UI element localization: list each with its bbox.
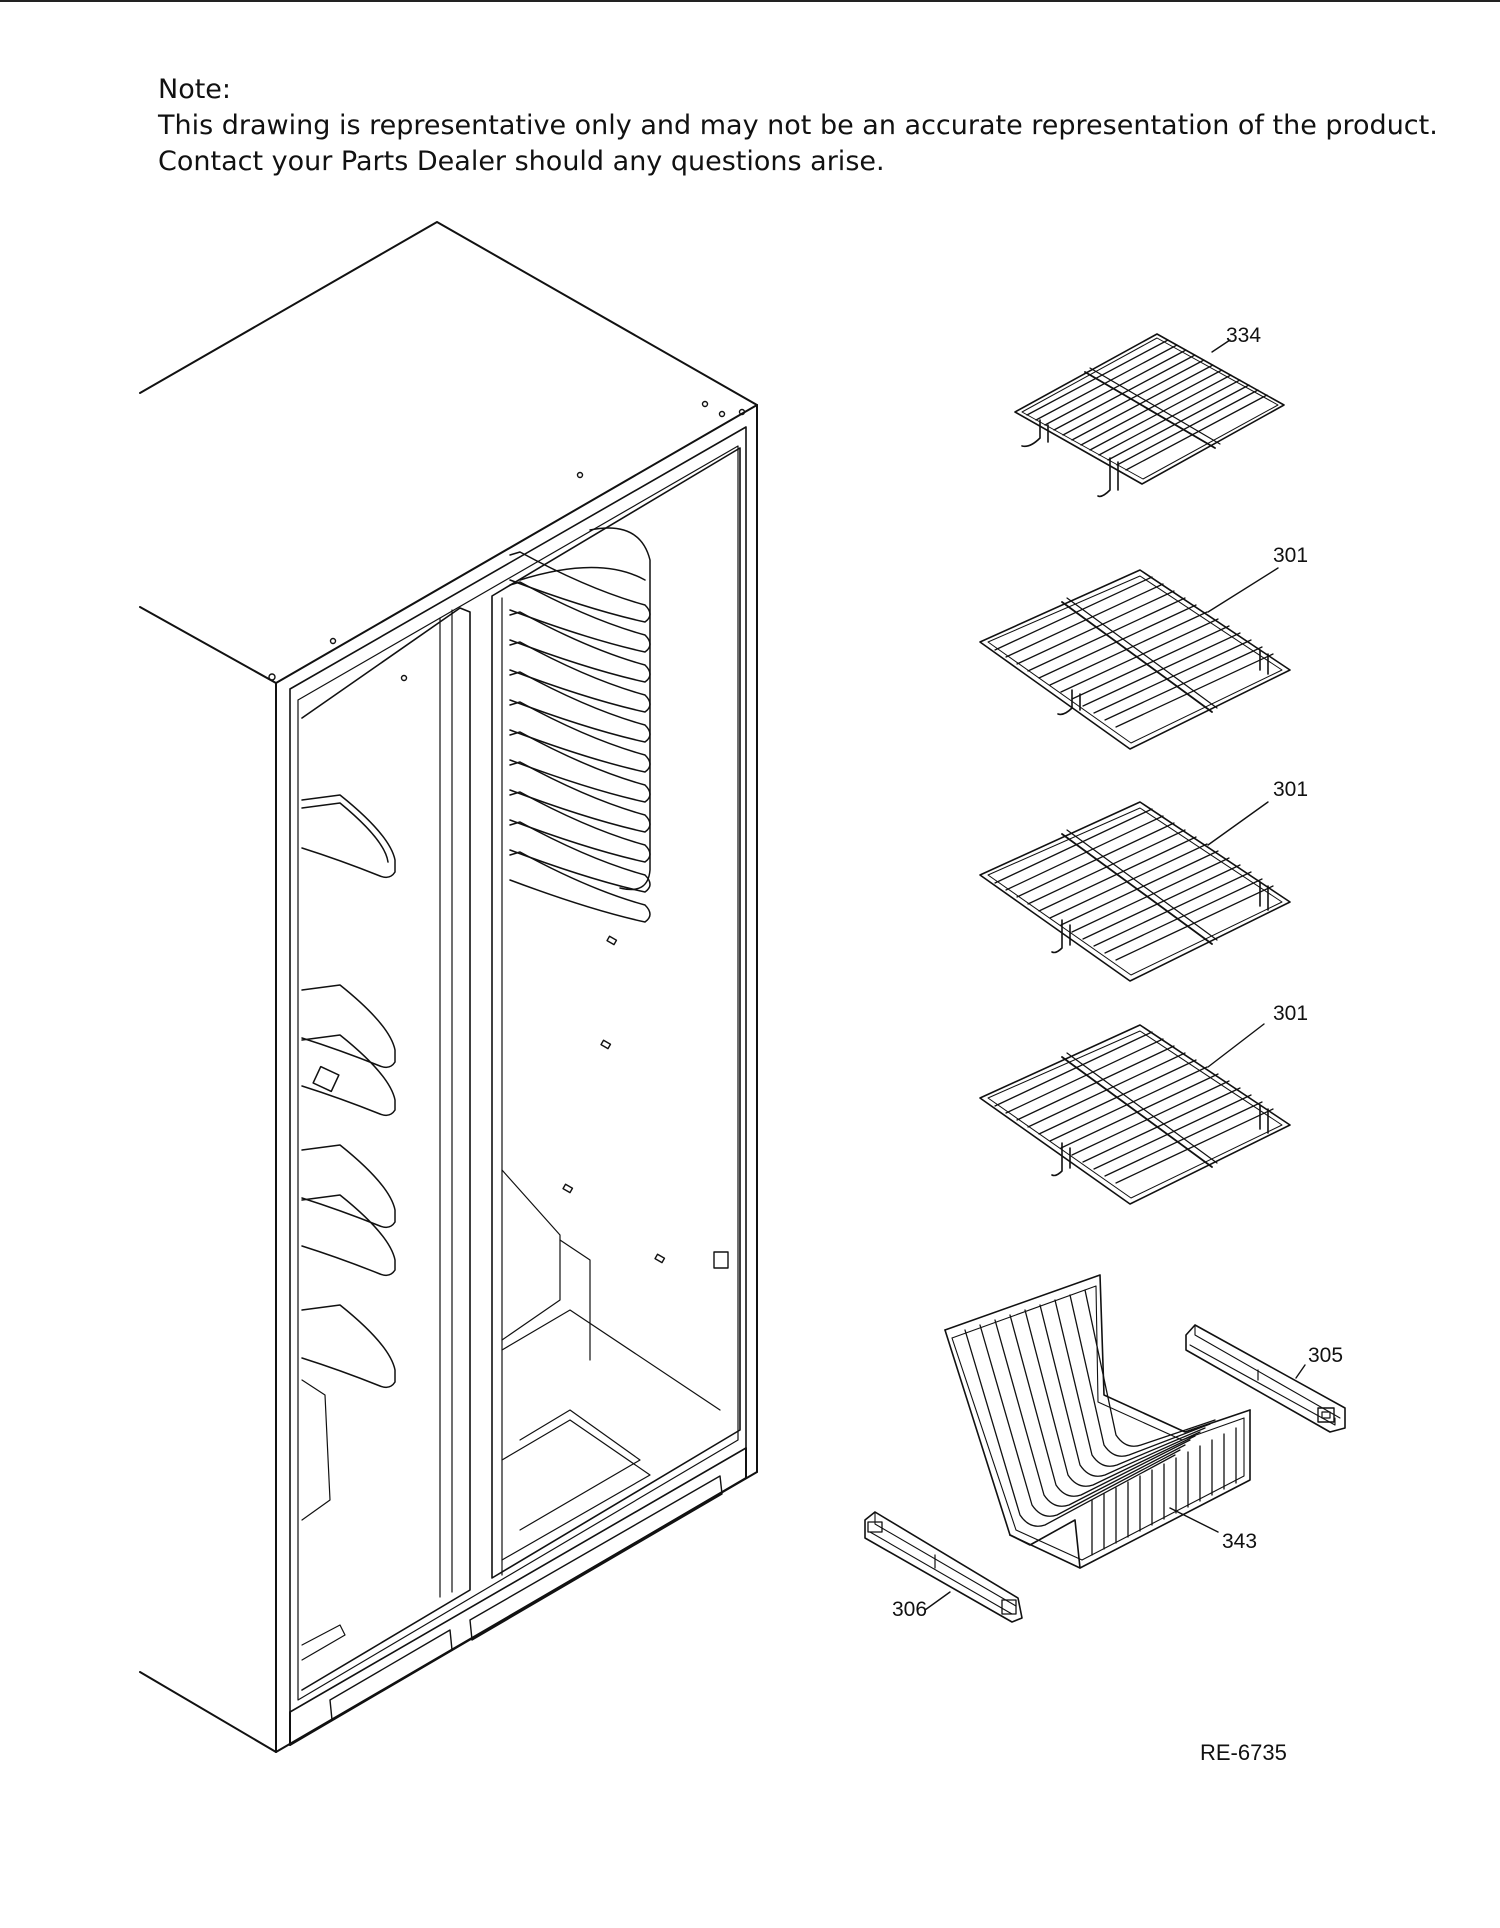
- wire-shelf-301-c: [979, 1023, 1291, 1205]
- slide-rail-306: [864, 1511, 1023, 1623]
- wire-basket-343: [944, 1274, 1251, 1569]
- top-border-line: [0, 0, 1500, 2]
- callout-306: 306: [892, 1598, 927, 1621]
- callout-343: 343: [1222, 1530, 1257, 1553]
- reference-code: RE-6735: [1200, 1740, 1287, 1765]
- slide-rail-305: [1185, 1324, 1346, 1433]
- refrigerator-cabinet: [139, 221, 758, 1753]
- wire-shelf-301-a: [979, 567, 1291, 750]
- callout-301-c: 301: [1273, 1002, 1308, 1025]
- note-line-1: This drawing is representative only and …: [158, 110, 1438, 141]
- callout-334: 334: [1226, 324, 1261, 347]
- callout-305: 305: [1308, 1344, 1343, 1367]
- wire-shelf-301-b: [979, 801, 1291, 982]
- callout-301-a: 301: [1273, 544, 1308, 567]
- wire-shelf-334: [1014, 333, 1285, 498]
- note-heading: Note:: [158, 74, 232, 105]
- note-line-2: Contact your Parts Dealer should any que…: [158, 146, 885, 177]
- note-block: Note: This drawing is representative onl…: [158, 72, 1438, 180]
- callout-301-b: 301: [1273, 778, 1308, 801]
